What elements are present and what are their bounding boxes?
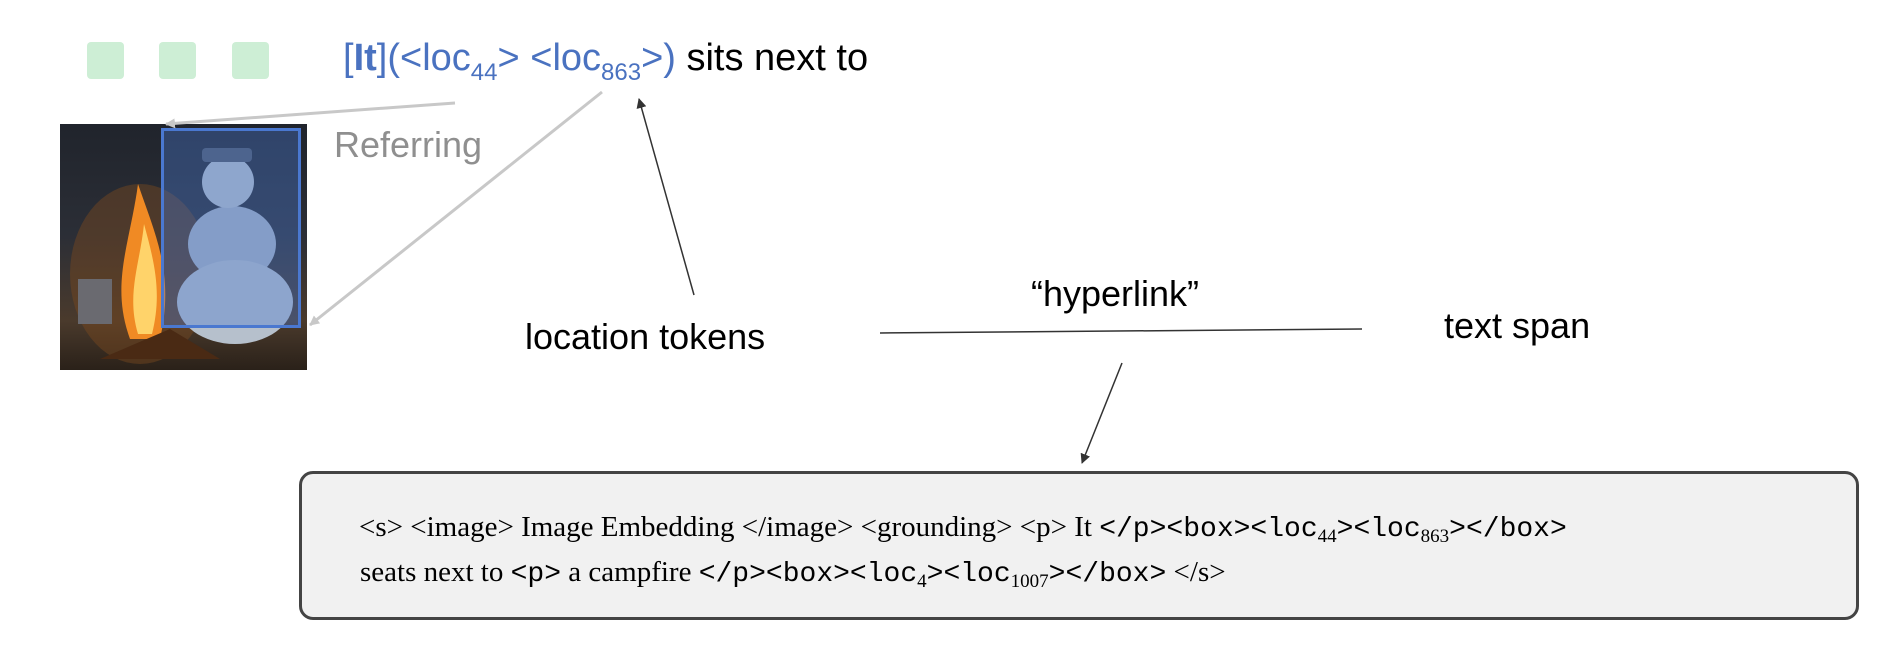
sequence-line-2: seats next to <p> a campfire </p><box><l… <box>359 551 1856 596</box>
seq-text: a campfire <box>561 556 699 588</box>
seq-mono: </p><box><loc <box>698 559 918 590</box>
campfire-snowman-image <box>60 124 307 370</box>
token-sequence-box: <s> <image> Image Embedding </image> <gr… <box>299 471 1859 620</box>
referring-label: Referring <box>334 124 483 165</box>
bounding-box <box>161 128 301 328</box>
it-token: It <box>353 37 377 79</box>
headline-rest: sits next to <box>675 37 869 79</box>
seq-mono: </p><box><loc <box>1099 514 1318 545</box>
seq-mono: ><loc <box>1336 514 1421 545</box>
seq-sub: 44 <box>1317 526 1337 547</box>
seq-text: seats next to <box>360 556 511 588</box>
seq-sub: 863 <box>1420 526 1450 547</box>
referring-arrow-2 <box>309 90 603 327</box>
seq-mono: ></box> <box>1449 514 1567 545</box>
location-tokens-label: location tokens <box>525 316 766 357</box>
seq-text: </s> <box>1166 556 1226 588</box>
token-separator: > < <box>497 37 553 79</box>
location-tokens-arrow <box>636 98 695 296</box>
hyperlink-arrow <box>1080 362 1123 464</box>
seq-mono: ></box> <box>1048 559 1167 590</box>
token-square-2 <box>159 42 196 79</box>
loc-sub-2: 863 <box>601 59 642 86</box>
seq-mono: <p> <box>510 559 562 590</box>
seq-sub: 4 <box>917 571 927 592</box>
loc-token-1: loc <box>422 37 471 79</box>
seq-sub: 1007 <box>1010 571 1049 592</box>
bracket-close: ] <box>376 37 388 79</box>
loc-sub-1: 44 <box>470 59 498 86</box>
headline: [It](<loc44> <loc863>) sits next to <box>343 34 869 85</box>
loc-token-2: loc <box>552 37 602 79</box>
paren-close: >) <box>641 37 676 79</box>
seq-mono: ><loc <box>926 559 1011 590</box>
token-square-3 <box>232 42 269 79</box>
referring-arrow-1 <box>165 101 456 129</box>
hyperlink-label: “hyperlink” <box>1031 273 1200 314</box>
hyperlink-line <box>879 328 1363 334</box>
paren-open: (< <box>387 37 423 79</box>
bracket-open: [ <box>343 37 354 79</box>
token-square-1 <box>87 42 124 79</box>
text-span-label: text span <box>1444 305 1591 346</box>
sequence-line-1: <s> <image> Image Embedding </image> <gr… <box>359 506 1856 551</box>
scene-illustration <box>70 148 293 364</box>
seq-text: <s> <image> Image Embedding </image> <gr… <box>359 511 1100 543</box>
